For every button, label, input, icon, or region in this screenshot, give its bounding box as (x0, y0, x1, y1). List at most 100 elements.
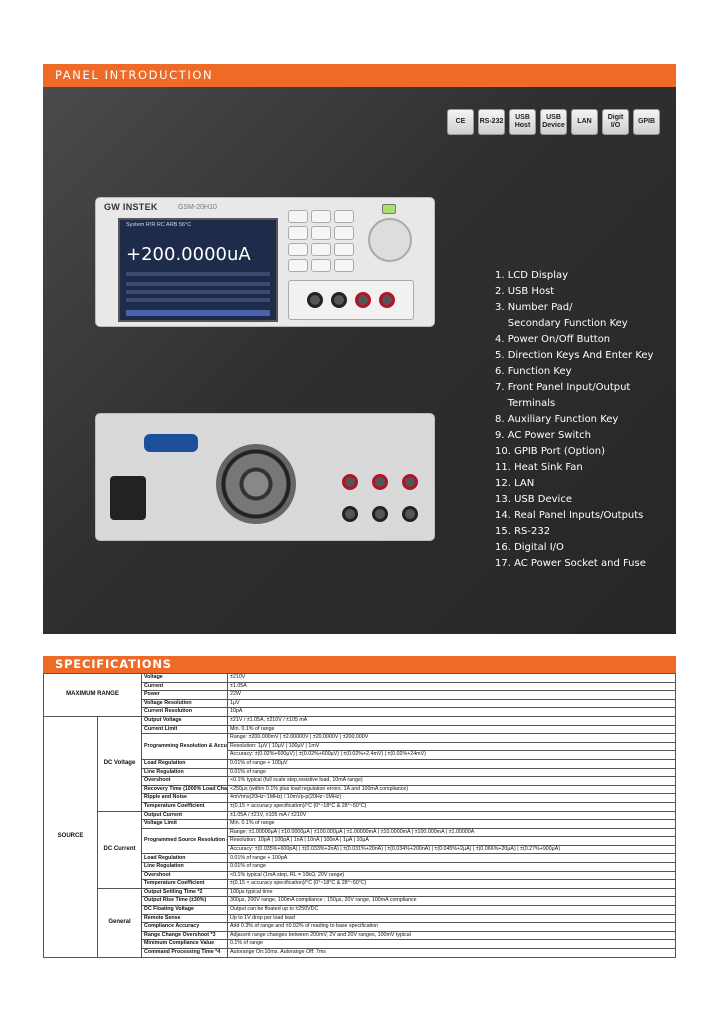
key-icon (311, 210, 331, 224)
panel-label-item: 13. USB Device (495, 494, 572, 505)
spec-value: 100μs typical time (227, 887, 676, 898)
key-icon (288, 210, 308, 224)
spec-value: Resolution: 10pA | 100pA | 1nA | 10nA | … (227, 836, 676, 846)
key-icon (288, 226, 308, 240)
certification-badges: CE RS-232 USB Host USB Device LAN Digit … (447, 109, 660, 135)
gpib-port-icon (144, 434, 198, 452)
spec-parameter: Minimum Compliance Value (141, 939, 229, 949)
key-icon (311, 242, 331, 256)
spec-value: Output can be floated up to ±250VDC (227, 905, 676, 915)
spec-value: <0.1% typical (1mA step, RL = 10kΩ, 20V … (227, 870, 676, 881)
lcd-reading: +200.0000uA (126, 244, 251, 265)
spec-value: ±(0.15 × accuracy specification)/°C (0°~… (227, 801, 676, 812)
panel-label-item: 12. LAN (495, 478, 535, 489)
spec-parameter: Current (141, 681, 229, 692)
panel-label-item: 6. Function Key (495, 366, 572, 377)
spec-parameter: Load Regulation (141, 758, 229, 769)
spec-value: 4mVrms(20Hz~1MHz) / 10mVp-p(20Hz~1MHz) (227, 793, 676, 803)
lcd-line (126, 290, 270, 294)
lcd-line (126, 282, 270, 286)
spec-parameter: Recovery Time (1000% Load Change) (141, 784, 229, 795)
power-button-icon (382, 204, 396, 214)
spec-parameter: DC Floating Voltage (141, 905, 229, 915)
lcd-line (126, 272, 270, 276)
specifications-header: SPECIFICATIONS (43, 656, 676, 673)
lan-badge: LAN (571, 109, 598, 135)
key-icon (288, 258, 308, 272)
spec-parameter: Overshoot (141, 776, 229, 786)
lcd-line (126, 298, 270, 302)
terminal-icon (372, 506, 388, 522)
spec-value: Range: ±1.00000μA | ±10.0000μA | ±100.00… (227, 827, 676, 838)
spec-value: 0.1% of range (227, 939, 676, 949)
spec-parameter: Power (141, 690, 229, 700)
spec-value: Range: ±200.000mV | ±2.00000V | ±20.0000… (227, 733, 676, 743)
spec-parameter: Voltage (141, 673, 229, 683)
spec-parameter: Load Regulation (141, 853, 229, 864)
spec-parameter: Compliance Accuracy (141, 922, 229, 932)
terminal-icon (372, 474, 388, 490)
spec-value: Accuracy: ±(0.02%+600μV) | ±(0.02%+600μV… (227, 750, 676, 760)
panel-introduction-header: PANEL INTRODUCTION (43, 64, 676, 87)
rear-panel-illustration (95, 413, 435, 541)
usb-host-badge: USB Host (509, 109, 536, 135)
key-icon (334, 242, 354, 256)
spec-parameter: Range Change Overshoot *3 (141, 930, 229, 941)
spec-parameter: Programming Resolution & Accuracy *1 (141, 733, 229, 760)
terminal-icon (342, 474, 358, 490)
spec-parameter: Programmed Source Resolution & Accuracy … (141, 827, 229, 855)
usb-device-badge: USB Device (540, 109, 567, 135)
spec-parameter: Voltage Limit (141, 819, 229, 829)
spec-parameter: Output Settling Time *2 (141, 887, 229, 898)
gpib-badge: GPIB (633, 109, 660, 135)
model-label: GSM-20H10 (178, 204, 217, 211)
heat-sink-fan-icon (216, 444, 296, 524)
terminal-icon (342, 506, 358, 522)
spec-value: ±1.05A / ±21V, ±105 mA / ±210V (227, 810, 676, 821)
spec-value: <250μs (within 0.1% plus load regulation… (227, 784, 676, 795)
spec-parameter: Output Current (141, 810, 229, 821)
spec-value: ±210V (227, 673, 676, 683)
spec-value: 0.01% of range + 100μV (227, 758, 676, 769)
key-icon (311, 258, 331, 272)
panel-label-item: 8. Auxiliary Function Key (495, 414, 619, 425)
lcd-display: System R!R RC ARB 56°C +200.0000uA (118, 218, 278, 322)
key-icon (334, 226, 354, 240)
front-terminals (288, 280, 414, 320)
terminal-icon (331, 292, 347, 308)
spec-value: <0.1% typical (full scale step,resistive… (227, 776, 676, 786)
spec-value: 22W (227, 690, 676, 700)
panel-label-item: 17. AC Power Socket and Fuse (495, 558, 646, 569)
spec-row: Programming Resolution & Accuracy *1Rang… (44, 733, 676, 760)
lcd-softkeys (126, 310, 270, 316)
panel-label-item: 9. AC Power Switch (495, 430, 592, 441)
spec-parameter: Remote Sense (141, 913, 229, 924)
spec-value: ±1.05A (227, 681, 676, 692)
ce-badge: CE (447, 109, 474, 135)
spec-group: SOURCE (43, 715, 98, 958)
panel-label-item: 14. Real Panel Inputs/Outputs (495, 510, 644, 521)
terminal-icon (402, 506, 418, 522)
spec-value: Up to 1V drop per load lead (227, 913, 676, 924)
spec-value: Adjacent range changes between 200mV, 2V… (227, 930, 676, 941)
key-icon (334, 210, 354, 224)
spec-value: Autorange On:10ms. Autorange Off: 7ms (227, 948, 676, 958)
digit-io-badge: Digit I/O (602, 109, 629, 135)
spec-parameter: Command Processing Time *4 (141, 948, 229, 958)
spec-value: 300μs, 200V range, 100mA compliance ; 15… (227, 896, 676, 907)
panel-label-item: 16. Digital I/O (495, 542, 564, 553)
spec-value: Add 0.3% of range and ±0.02% of reading … (227, 922, 676, 932)
rear-terminals (342, 474, 428, 534)
key-icon (288, 242, 308, 256)
spec-value: Min. 0.1% of range (227, 724, 676, 735)
panel-label-item: 7. Front Panel Input/Output (495, 382, 631, 393)
panel-label-item: 5. Direction Keys And Enter Key (495, 350, 654, 361)
ac-power-socket-icon (110, 476, 146, 520)
spec-parameter: Temperature Coefficient (141, 801, 229, 812)
spec-value: Min. 0.1% of range (227, 819, 676, 829)
spec-value: 0.01% of range (227, 767, 676, 778)
spec-subgroup: General (96, 887, 143, 958)
